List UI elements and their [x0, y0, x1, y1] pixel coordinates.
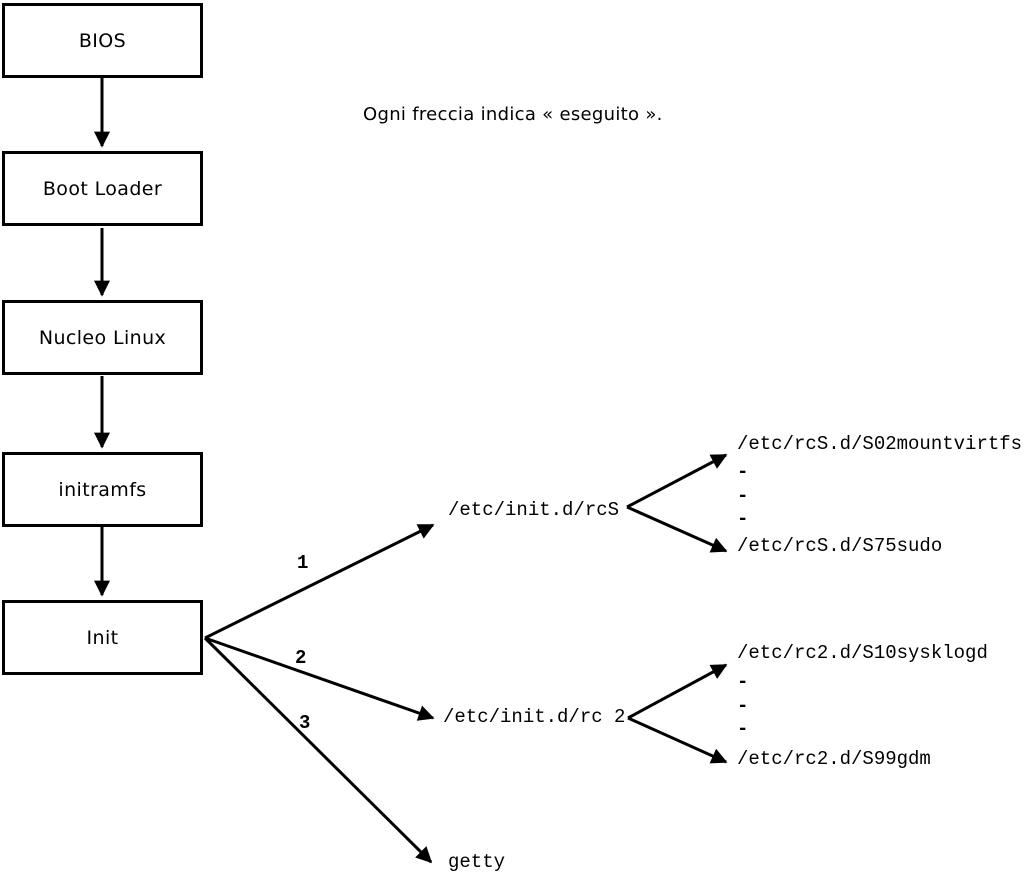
node-initramfs-label: initramfs: [58, 478, 147, 501]
label-rc2-ellipsis-dash: -: [737, 671, 749, 693]
diagram-caption: Ogni freccia indica « eseguito ».: [363, 104, 663, 125]
node-nucleo-linux-label: Nucleo Linux: [38, 326, 167, 349]
label-getty: getty: [448, 851, 506, 873]
label-rcS-s75sudo: /etc/rcS.d/S75sudo: [737, 535, 943, 557]
label-rcS-ellipsis-dash: -: [737, 461, 749, 483]
label-rcS-ellipsis-dash: -: [737, 508, 749, 530]
node-bios-label: BIOS: [78, 29, 127, 52]
arrow-rcS-to-s02mountvirtfs: [626, 453, 728, 509]
node-bios: BIOS: [2, 3, 203, 78]
arrow-rcS-to-s75sudo: [626, 505, 728, 553]
branch-number-2: 2: [295, 647, 307, 669]
label-rc2-ellipsis-dash: -: [737, 718, 749, 740]
arrow-init-to-rcS: [204, 523, 435, 640]
branch-number-3: 3: [299, 712, 311, 734]
branch-number-1: 1: [297, 552, 309, 574]
arrow-rc2-to-s99gdm: [627, 716, 728, 764]
arrow-rc2-to-s10sysklogd: [627, 663, 728, 720]
label-rc2-ellipsis-dash: -: [737, 695, 749, 717]
label-rcS-s02mountvirtfs: /etc/rcS.d/S02mountvirtfs: [737, 433, 1023, 455]
node-init-label: Init: [86, 626, 119, 649]
label-rc2-s10sysklogd: /etc/rc2.d/S10sysklogd: [737, 642, 988, 664]
node-boot-loader-label: Boot Loader: [42, 177, 163, 200]
node-init: Init: [2, 600, 203, 675]
label-init-d-rc2: /etc/init.d/rc 2: [443, 706, 626, 728]
node-initramfs: initramfs: [2, 452, 203, 527]
arrow-init-to-getty: [203, 636, 433, 864]
label-init-d-rcS: /etc/init.d/rcS: [448, 499, 620, 521]
node-nucleo-linux: Nucleo Linux: [2, 300, 203, 375]
label-rcS-ellipsis-dash: -: [737, 485, 749, 507]
arrow-init-to-rc2: [204, 636, 435, 721]
label-rc2-s99gdm: /etc/rc2.d/S99gdm: [737, 748, 931, 770]
node-boot-loader: Boot Loader: [2, 151, 203, 226]
